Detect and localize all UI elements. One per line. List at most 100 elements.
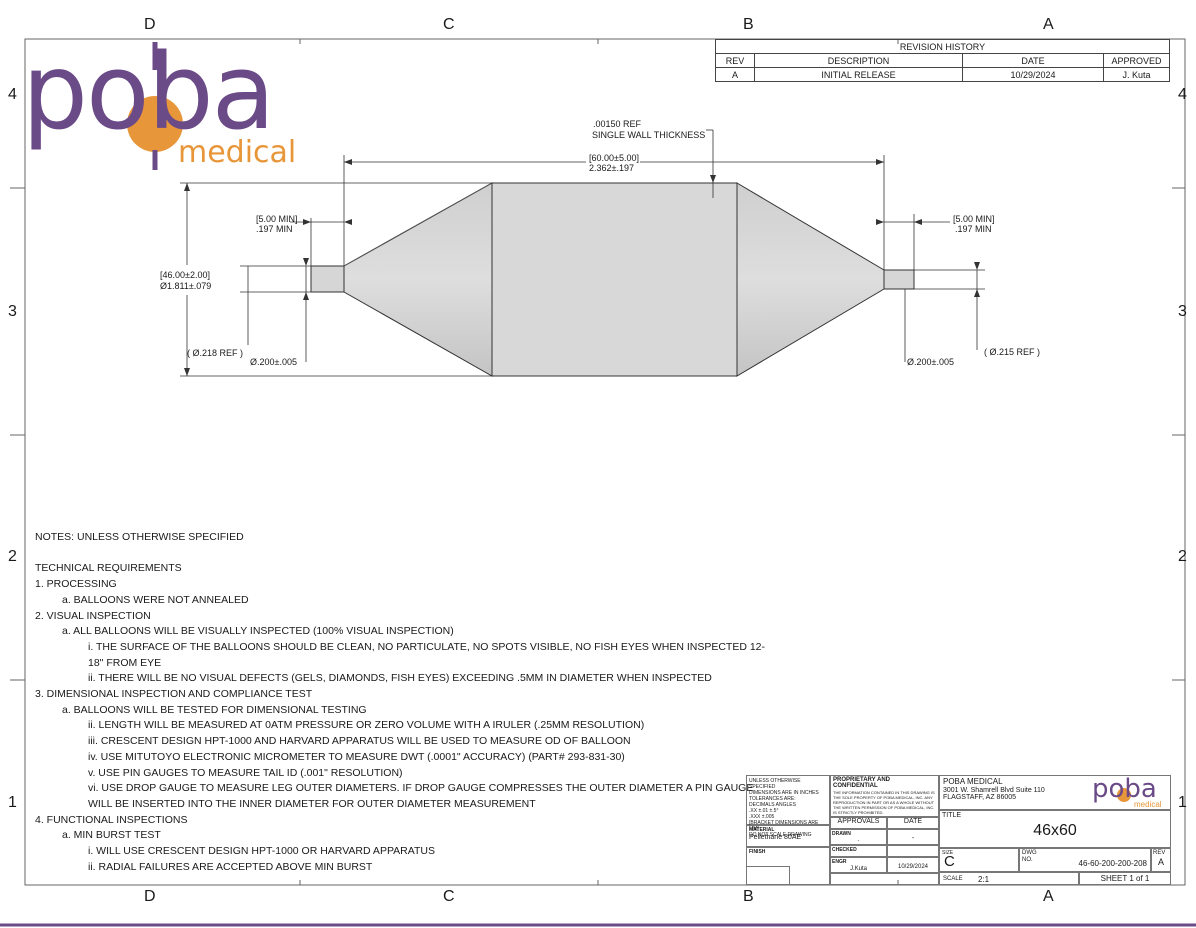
logo-subtitle: medical (178, 135, 297, 170)
dimension-lines (180, 129, 985, 377)
company-cell: POBA MEDICAL 3001 W. Shamrell Blvd Suite… (939, 774, 1171, 810)
balloon-body (310, 182, 915, 377)
left-leg-in: .197 MIN (256, 224, 293, 234)
material-value: Pellethane 80AE (749, 834, 802, 841)
dwg-number: 46-60-200-200-208 (1078, 859, 1148, 868)
title-cell: TITLE 46x60 (939, 810, 1171, 848)
rev-label: REV (1153, 850, 1166, 856)
drawn-date: - (887, 829, 939, 845)
note-line: ii. LENGTH WILL BE MEASURED AT 0ATM PRES… (88, 719, 645, 732)
sheet-number: SHEET 1 of 1 (1079, 872, 1171, 885)
zone-row-1-left: 1 (8, 794, 17, 811)
company-name: POBA MEDICAL (943, 777, 1003, 786)
note-line: 3. DIMENSIONAL INSPECTION AND COMPLIANCE… (35, 688, 313, 701)
title-label: TITLE (942, 812, 962, 819)
blank-cell-2 (830, 873, 939, 885)
drawn-cell: DRAWN - (830, 829, 887, 845)
zone-col-a-top: A (1043, 16, 1054, 33)
zone-row-4-right: 4 (1178, 86, 1187, 103)
zone-row-2-left: 2 (8, 548, 17, 565)
note-line: a. ALL BALLOONS WILL BE VISUALLY INSPECT… (62, 625, 454, 638)
note-line: ii. THERE WILL BE NO VISUAL DEFECTS (GEL… (88, 672, 712, 685)
zone-row-4-left: 4 (8, 86, 17, 103)
right-id-ref: ( Ø.215 REF ) (984, 347, 1041, 357)
note-line: iv. USE MITUTOYO ELECTRONIC MICROMETER T… (88, 750, 625, 763)
diameter-in: Ø1.811±.079 (160, 281, 212, 291)
poba-logo-mark (127, 42, 183, 170)
drawing-title: 46x60 (1033, 822, 1077, 839)
note-line: iii. CRESCENT DESIGN HPT-1000 AND HARVAR… (88, 735, 631, 748)
tolerance-line: DO NOT SCALE DRAWING (749, 832, 812, 838)
engr-date: 10/29/2024 (887, 857, 939, 873)
rev-cell-approved: J. Kuta (1103, 67, 1170, 82)
checked-date (887, 845, 939, 857)
note-line: a. BALLOONS WILL BE TESTED FOR DIMENSION… (62, 703, 367, 716)
size-value: C (944, 853, 955, 870)
zone-col-d-top: D (144, 16, 156, 33)
size-cell: SIZE C (939, 848, 1019, 872)
tolerance-line: .XX ±.01 ±.5° (749, 808, 779, 814)
note-line: vi. USE DROP GAUGE TO MEASURE LEG OUTER … (88, 782, 754, 795)
length-in: 2.362±.197 (589, 163, 634, 173)
zone-row-3-left: 3 (8, 303, 17, 320)
diameter-mm: [46.00±2.00] (160, 270, 210, 280)
note-line: a. BALLOONS WERE NOT ANNEALED (62, 593, 249, 606)
scale-value: 2:1 (978, 875, 990, 884)
note-line: 2. VISUAL INSPECTION (35, 609, 151, 622)
dwg-cell: DWG NO. 46-60-200-200-208 (1019, 848, 1151, 872)
tolerance-line: TOLERANCES ARE: (749, 796, 796, 802)
dwg-label: DWG NO. (1022, 850, 1037, 863)
left-leg-mm: [5.00 MIN] (256, 214, 298, 224)
finish-label: FINISH (749, 849, 766, 855)
proprietary-text: THE INFORMATION CONTAINED IN THIS DRAWIN… (833, 790, 935, 815)
checked-cell: CHECKED (830, 845, 887, 857)
tolerance-line: DECIMALS ANGLES (749, 802, 796, 808)
tolerance-line: [BRACKET DIMENSIONS ARE MM] (749, 820, 819, 832)
zone-col-d-bottom: D (144, 888, 156, 905)
title-block-logo-text: poba (1092, 774, 1157, 804)
zone-col-b-top: B (743, 16, 754, 33)
left-id-ref: ( Ø.218 REF ) (187, 348, 244, 358)
material-label: MATERIAL (749, 827, 775, 833)
blank-cell-1 (746, 866, 790, 885)
zone-row-2-right: 2 (1178, 548, 1187, 565)
zone-col-b-bottom: B (743, 888, 754, 905)
note-line: a. MIN BURST TEST (62, 829, 161, 842)
rev-value: A (1157, 857, 1164, 867)
note-line: i. THE SURFACE OF THE BALLOONS SHOULD BE… (88, 640, 766, 653)
tolerance-line: UNLESS OTHERWISE SPECIFIED (749, 778, 801, 790)
zone-row-3-right: 3 (1178, 303, 1187, 320)
poba-logo: poba medical (22, 40, 322, 175)
logo-wordmark: poba (22, 31, 275, 153)
note-line: 18" FROM EYE (88, 656, 162, 669)
note-line: TECHNICAL REQUIREMENTS (35, 562, 182, 575)
drawn-value: - (857, 838, 860, 844)
engr-label: ENGR (832, 859, 847, 865)
note-line: v. USE PIN GAUGES TO MEASURE TAIL ID (.0… (88, 766, 403, 779)
company-address-1: 3001 W. Shamrell Blvd Suite 110 (943, 787, 1045, 794)
drawn-label: DRAWN (832, 831, 851, 837)
length-mm: [60.00±5.00] (589, 153, 639, 163)
scale-cell: SCALE 2:1 (939, 872, 1079, 885)
company-address-2: FLAGSTAFF, AZ 86005 (943, 794, 1017, 801)
engr-value: J.Kuta (849, 866, 867, 872)
checked-label: CHECKED (832, 847, 857, 853)
note-line: ii. RADIAL FAILURES ARE ACCEPTED ABOVE M… (88, 860, 373, 873)
note-line: i. WILL USE CRESCENT DESIGN HPT-1000 OR … (88, 845, 435, 858)
tolerance-line: .XXX ±.005 (749, 814, 775, 820)
drawing-notes: NOTES: UNLESS OTHERWISE SPECIFIED TECHNI… (35, 530, 766, 876)
right-od: Ø.200±.005 (907, 357, 954, 367)
revision-history-table: REVISION HISTORY REV DESCRIPTION DATE AP… (715, 39, 1170, 82)
tolerance-line: DIMENSIONS ARE IN INCHES (749, 790, 819, 796)
date-header: DATE (887, 817, 939, 829)
note-line (35, 546, 735, 562)
size-label: SIZE (942, 850, 954, 856)
wall-thickness-label: SINGLE WALL THICKNESS (592, 130, 706, 140)
